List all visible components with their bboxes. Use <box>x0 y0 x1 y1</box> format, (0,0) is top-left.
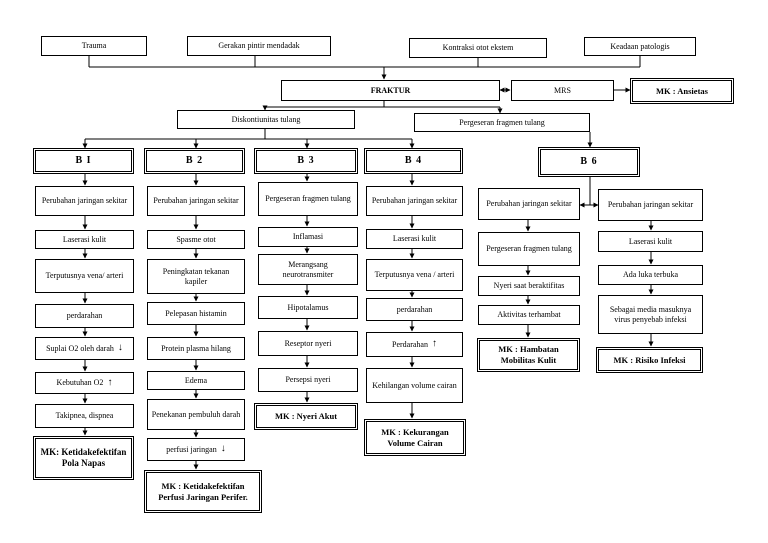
b1-item: perdarahan <box>35 304 134 328</box>
mk-risiko-infeksi: MK : Risiko Infeksi <box>596 347 703 373</box>
b6-right-item: Ada luka terbuka <box>598 265 703 285</box>
b1-item: Laserasi kulit <box>35 230 134 249</box>
pergeseran-box: Pergeseran fragmen tulang <box>414 113 590 132</box>
diskontinuitas-box: Diskontiunitas tulang <box>177 110 355 129</box>
b4-item: Perubahan jaringan sekitar <box>366 186 463 216</box>
b2-item: Peningkatan tekanan kapiler <box>147 259 245 294</box>
b6-left-item: Aktivitas terhambat <box>478 305 580 325</box>
b3-item: Merangsang neurotransmiter <box>258 254 358 285</box>
header-b4: B 4 <box>364 148 463 174</box>
cause-gerakan-pintir: Gerakan pintir mendadak <box>187 36 331 56</box>
b6-right-item: Perubahan jaringan sekitar <box>598 189 703 221</box>
mk-ansietas: MK : Ansietas <box>630 78 734 104</box>
arrow-up-icon: ↑ <box>107 376 113 388</box>
b4-item: Laserasi kulit <box>366 229 463 249</box>
b1-item: Kebutuhan O2↑ <box>35 372 134 394</box>
b6-left-item: Perubahan jaringan sekitar <box>478 188 580 220</box>
mk-perfusi-jaringan: MK : Ketidakefektifan Perfusi Jaringan P… <box>144 470 262 513</box>
b6-left-item: Pergeseran fragmen tulang <box>478 232 580 266</box>
b2-item: Perubahan jaringan sekitar <box>147 186 245 216</box>
b4-item: perdarahan <box>366 298 463 321</box>
header-b3: B 3 <box>254 148 358 174</box>
b1-item-label: Kebutuhan O2 <box>56 378 104 387</box>
mk-pola-napas: MK: Ketidakefektifan Pola Napas <box>33 436 134 480</box>
b2-item: Pelepasan histamin <box>147 302 245 325</box>
b3-item: Persepsi nyeri <box>258 368 358 392</box>
b6-right-item: Sebagai media masuknya virus penyebab in… <box>598 295 703 334</box>
cause-kontraksi-otot: Kontraksi otot ekstem <box>409 38 547 58</box>
arrow-down-icon: ↓ <box>117 342 123 354</box>
b6-left-item: Nyeri saat beraktifitas <box>478 276 580 296</box>
b1-item: Terputusnya vena/ arteri <box>35 259 134 293</box>
b2-item: Penekanan pembuluh darah <box>147 399 245 430</box>
mrs-box: MRS <box>511 80 614 101</box>
b3-item: Reseptor nyeri <box>258 331 358 356</box>
arrow-up-icon: ↑ <box>431 338 437 350</box>
arrow-down-icon: ↓ <box>220 443 226 455</box>
fraktur-box: FRAKTUR <box>281 80 500 101</box>
b3-item: Hipotalamus <box>258 296 358 319</box>
header-b2: B 2 <box>144 148 245 174</box>
b2-item: Edema <box>147 371 245 390</box>
b6-right-item: Laserasi kulit <box>598 231 703 252</box>
b1-item: Takipnea, dispnea <box>35 404 134 428</box>
b4-item-label: Perdarahan <box>392 339 428 349</box>
b4-item: Perdarahan↑ <box>366 332 463 357</box>
b1-item: Perubahan jaringan sekitar <box>35 186 134 216</box>
b3-item: Pergeseran fragmen tulang <box>258 182 358 216</box>
mk-hambatan-mobilitas: MK : Hambatan Mobilitas Kulit <box>477 338 580 372</box>
b2-item: Spasme otot <box>147 230 245 249</box>
mk-volume-cairan: MK : Kekurangan Volume Cairan <box>364 419 466 456</box>
b2-item: perfusi jaringan↓ <box>147 438 245 461</box>
b4-item: Kehilangan volume cairan <box>366 368 463 403</box>
cause-keadaan-patologis: Keadaan patologis <box>584 37 696 56</box>
b1-item-label: Suplai O2 oleh darah <box>46 343 114 353</box>
cause-trauma: Trauma <box>41 36 147 56</box>
b1-item: Suplai O2 oleh darah↓ <box>35 337 134 360</box>
b2-item-label: perfusi jaringan <box>166 444 217 454</box>
b2-item: Protein plasma hilang <box>147 337 245 360</box>
header-b6: B 6 <box>538 147 640 177</box>
mk-nyeri-akut: MK : Nyeri Akut <box>254 403 358 430</box>
b4-item: Terputusnya vena / arteri <box>366 259 463 291</box>
header-b1: B I <box>33 148 134 174</box>
b3-item: Inflamasi <box>258 227 358 247</box>
